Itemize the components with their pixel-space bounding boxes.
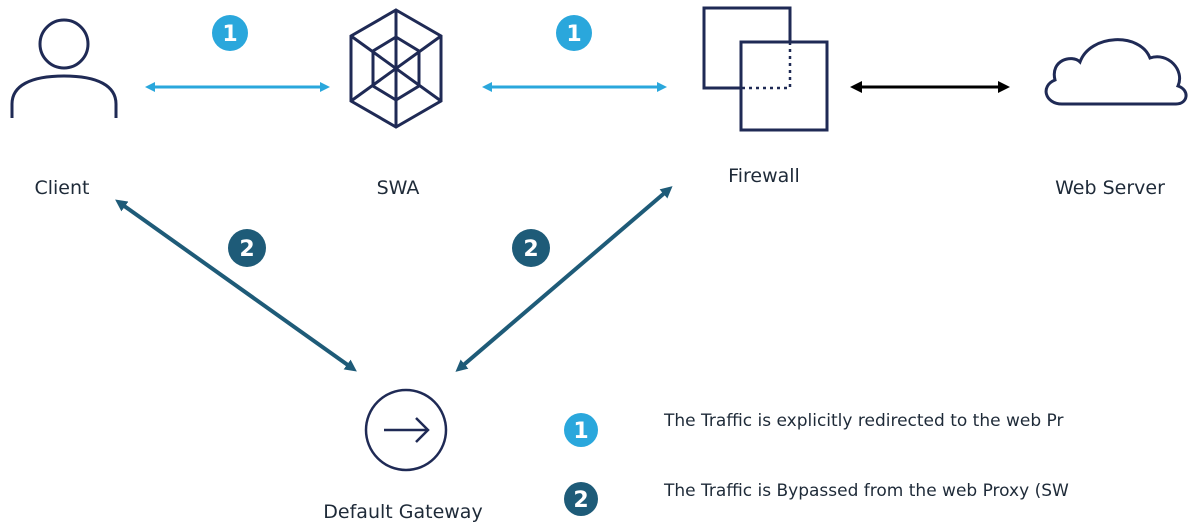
web-server-label: Web Server	[1055, 177, 1165, 199]
client-gateway-arrow	[115, 199, 357, 372]
legend-text-2: The Traffic is Bypassed from the web Pro…	[663, 481, 1069, 501]
path-2-badge: 2	[228, 229, 266, 267]
path-2-badge: 2	[512, 229, 550, 267]
firewall-label: Firewall	[728, 165, 800, 187]
default-gateway-label: Default Gateway	[323, 501, 482, 523]
swa-label: SWA	[377, 177, 420, 199]
svg-text:1: 1	[566, 22, 581, 47]
svg-text:1: 1	[573, 419, 588, 444]
legend-text-1: The Traffic is explicitly redirected to …	[663, 411, 1063, 431]
cloud-icon	[1044, 38, 1188, 106]
path-1-badge: 1	[212, 15, 248, 51]
legend-item-1: 1 The Traffic is explicitly redirected t…	[564, 411, 1063, 447]
person-icon	[10, 18, 118, 118]
gateway-arrow-icon	[364, 388, 448, 472]
legend-item-2: 2 The Traffic is Bypassed from the web P…	[564, 481, 1069, 516]
svg-text:2: 2	[239, 237, 254, 262]
client-label: Client	[34, 177, 89, 199]
legend: 1 The Traffic is explicitly redirected t…	[564, 411, 1069, 516]
path-1-badge: 1	[556, 15, 592, 51]
svg-text:2: 2	[523, 237, 538, 262]
svg-text:1: 1	[222, 22, 237, 47]
svg-text:2: 2	[573, 488, 588, 513]
hexagon-cube-icon	[349, 8, 443, 129]
firewall-icon	[702, 6, 829, 132]
firewall-gateway-arrow	[455, 186, 673, 372]
